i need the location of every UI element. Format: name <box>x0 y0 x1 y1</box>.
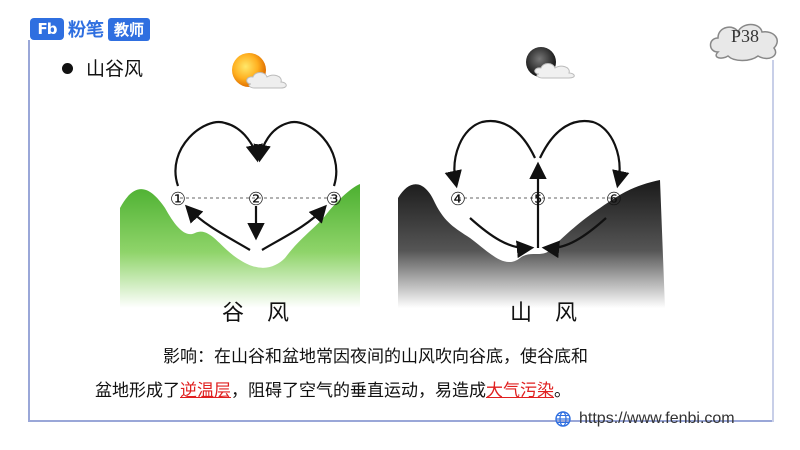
globe-icon <box>555 411 571 427</box>
footer-url[interactable]: https://www.fenbi.com <box>555 410 735 428</box>
slide-frame-bottom <box>28 420 774 422</box>
valley-wind-label: 谷 风 <box>222 301 297 326</box>
brand-name: 粉笔 <box>68 20 104 41</box>
valley-terrain <box>120 184 360 308</box>
impact-paragraph-line1: 影响：在山谷和盆地常因夜间的山风吹向谷底，使谷底和 <box>163 347 588 367</box>
moon-icon <box>526 47 575 79</box>
slide-frame-left <box>28 40 30 420</box>
mountain-terrain <box>398 180 665 308</box>
brand-logo: Fb 粉笔 教师 <box>30 14 151 44</box>
mountain-point-5: ⑤ <box>530 189 546 210</box>
line2-after: 。 <box>554 381 571 401</box>
sun-icon <box>232 53 287 89</box>
valley-point-1: ① <box>170 189 186 210</box>
brand-mark: Fb <box>30 18 64 40</box>
slide-frame-right <box>772 60 774 422</box>
valley-mountain-wind-diagram: ① ② ③ ④ ⑤ ⑥ <box>120 120 665 308</box>
mountain-point-4: ④ <box>450 189 466 210</box>
line2-before: 盆地形成了 <box>95 381 180 401</box>
valley-point-2: ② <box>248 189 264 210</box>
footer-url-text[interactable]: https://www.fenbi.com <box>579 410 735 427</box>
line2-middle: ，阻碍了空气的垂直运动，易造成 <box>231 381 486 401</box>
valley-point-3: ③ <box>326 189 342 210</box>
slide-title: 山谷风 <box>86 58 144 80</box>
page-number: P38 <box>730 26 759 46</box>
mountain-point-6: ⑥ <box>606 189 622 210</box>
inversion-layer-highlight: 逆温层 <box>180 381 231 401</box>
mountain-wind-label: 山 风 <box>510 301 585 326</box>
bullet-dot <box>62 63 73 74</box>
impact-paragraph-line2: 盆地形成了逆温层，阻碍了空气的垂直运动，易造成大气污染。 <box>95 376 715 401</box>
air-pollution-highlight: 大气污染 <box>486 381 554 401</box>
brand-tag: 教师 <box>108 17 151 41</box>
page-cloud-icon <box>709 23 778 62</box>
